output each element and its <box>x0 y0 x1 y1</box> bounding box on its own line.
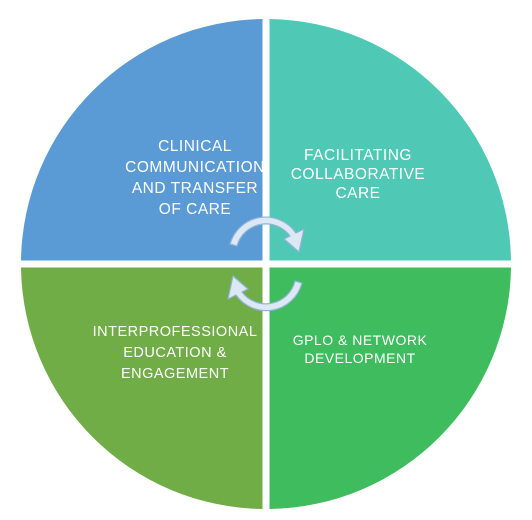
cycle-arrow-upper <box>229 216 305 253</box>
label-facilitating-collaborative-care: FACILITATING COLLABORATIVE CARE <box>290 147 426 202</box>
quadrant-bottom-left <box>21 267 263 509</box>
cycle-arrows-icon <box>227 216 305 312</box>
label-interprofessional-education: INTERPROFESSIONAL EDUCATION & ENGAGEMENT <box>92 324 258 382</box>
label-clinical-communication: CLINICAL COMMUNICATION AND TRANSFER OF C… <box>125 138 265 218</box>
cycle-arrow-lower <box>227 275 303 312</box>
quadrant-bottom-right <box>269 267 511 509</box>
quadrant-top-left <box>21 19 263 261</box>
quadrant-top-right <box>269 19 511 261</box>
label-gplo-network-development: GPLO & NETWORK DEVELOPMENT <box>292 332 428 366</box>
